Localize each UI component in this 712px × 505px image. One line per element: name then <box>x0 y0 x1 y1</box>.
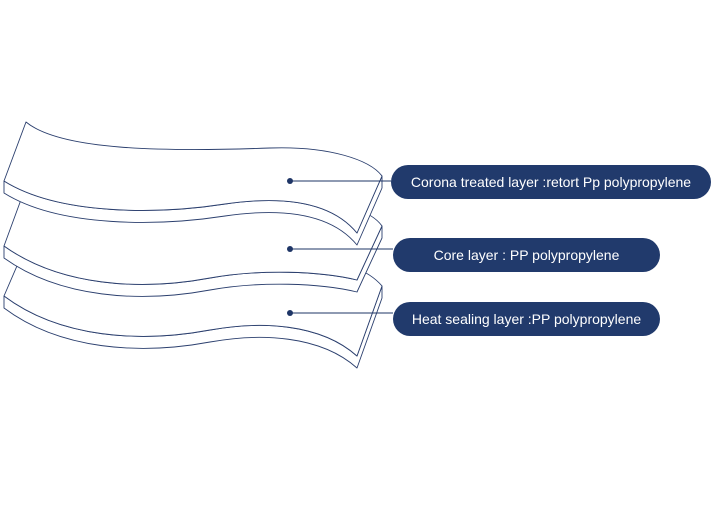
corona-treated-sheet <box>3 121 383 246</box>
core-layer-label: Core layer : PP polypropylene <box>393 238 660 272</box>
leader-middle <box>287 246 393 252</box>
leader-bottom <box>287 310 393 316</box>
corona-treated-sheet-face <box>3 121 383 234</box>
corona-treated-layer-label: Corona treated layer :retort Pp polyprop… <box>391 165 711 199</box>
heat-sealing-layer-label: Heat sealing layer :PP polypropylene <box>393 302 660 336</box>
leader-top <box>287 178 391 184</box>
